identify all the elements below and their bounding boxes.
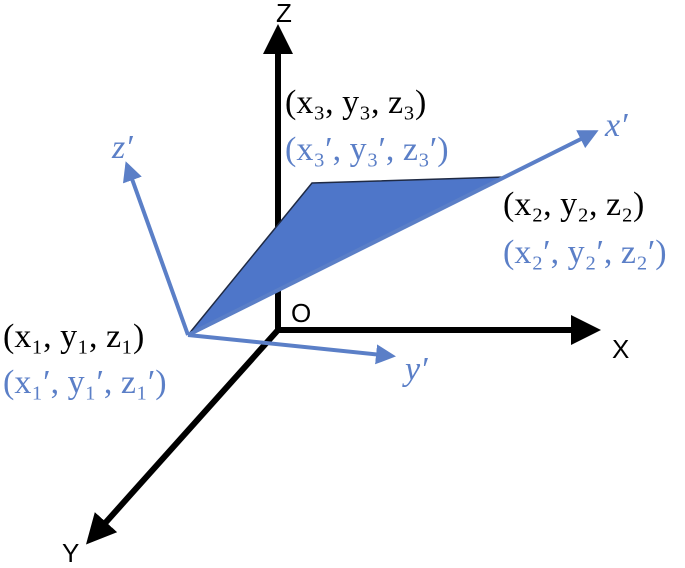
origin-label: O <box>291 298 311 328</box>
vertex-3-global-coords: (x₃, y₃, z₃) <box>285 84 426 121</box>
vertex-3-local-coords: (x₃′, y₃′, z₃′) <box>285 131 449 168</box>
vertex-2-local-coords: (x₂′, y₂′, z₂′) <box>503 234 667 271</box>
y-prime-label: y′ <box>402 351 428 388</box>
x-axis-label: X <box>612 334 629 364</box>
z-prime-label: z′ <box>111 129 133 166</box>
local-x-prime-axis <box>187 130 599 337</box>
vertex-1-global-coords: (x₁, y₁, z₁) <box>3 318 144 355</box>
y-axis-label: Y <box>62 538 79 568</box>
z-axis-label: Z <box>276 0 292 28</box>
local-y-prime-axis <box>187 333 396 365</box>
vertex-1-local-coords: (x₁′, y₁′, z₁′) <box>3 364 167 401</box>
x-prime-label: x′ <box>604 107 628 144</box>
vertex-2-global-coords: (x₂, y₂, z₂) <box>503 186 644 223</box>
global-y-axis <box>85 327 281 545</box>
local-z-prime-axis <box>122 161 190 336</box>
